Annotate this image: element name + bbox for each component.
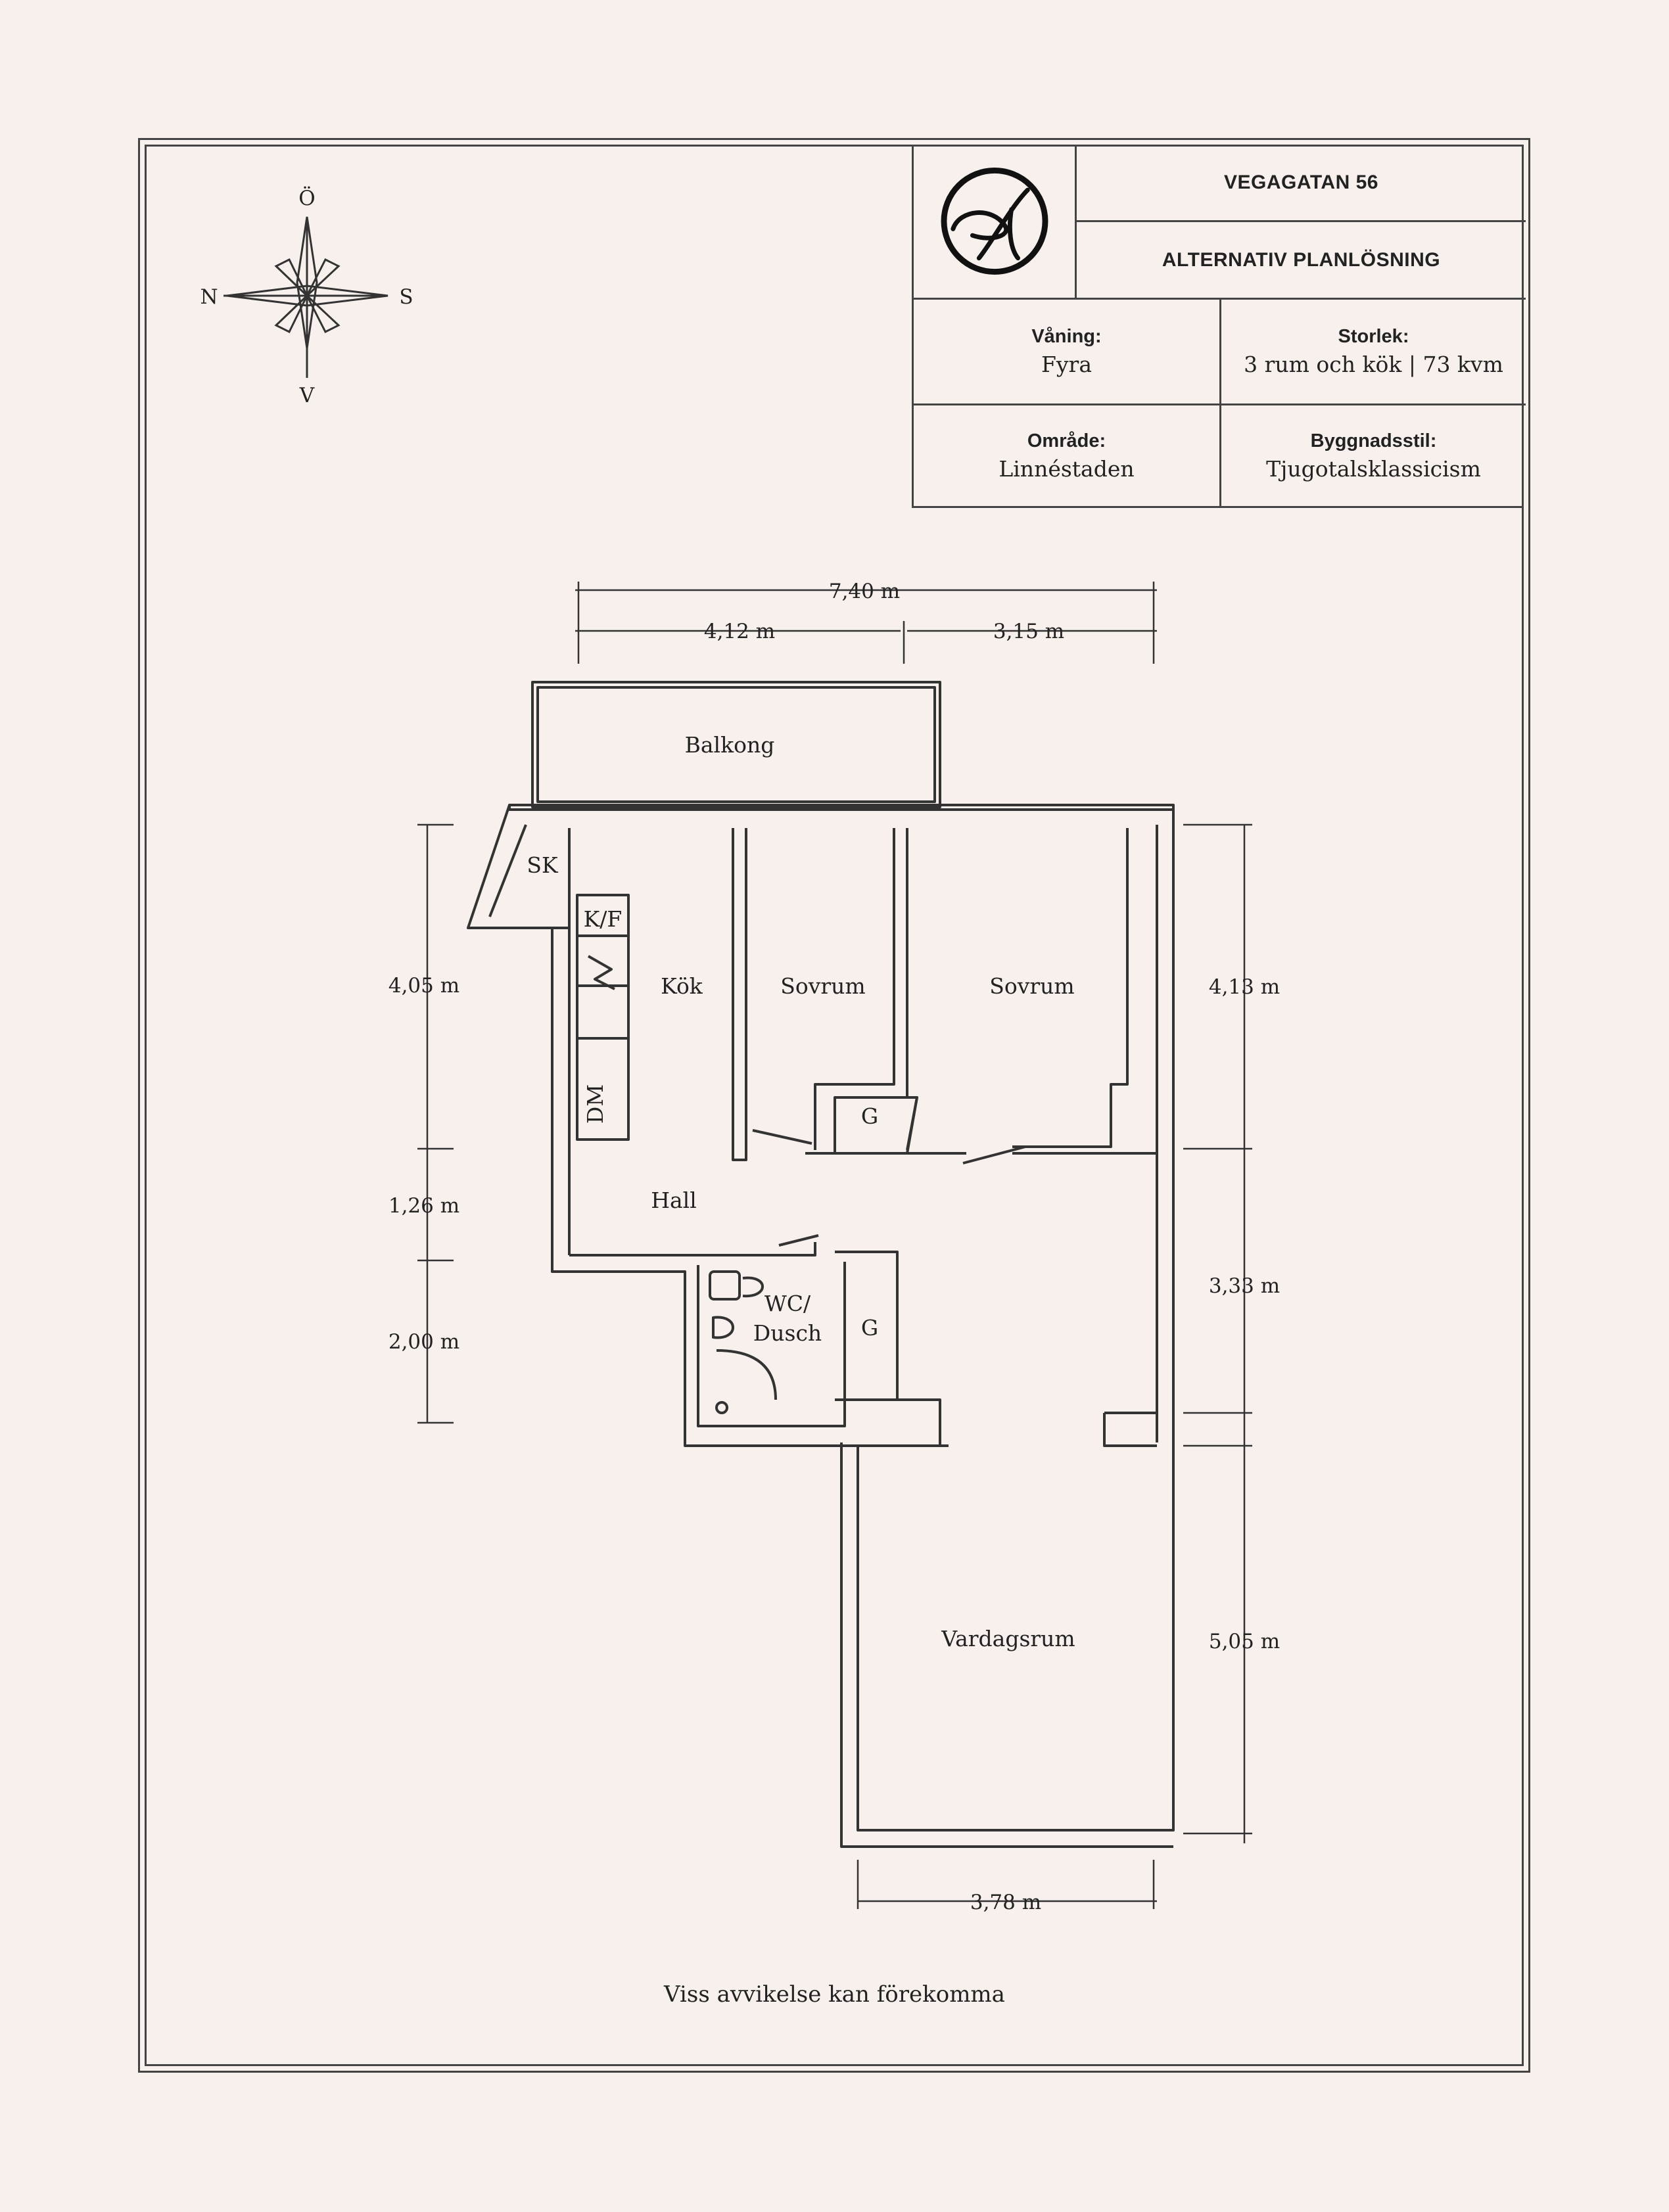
dim-left-width: 4,12 m [704, 620, 775, 643]
address-cell: VEGAGATAN 56 [1077, 145, 1526, 222]
floor-cell: Våning: Fyra [914, 300, 1221, 405]
compass-icon [223, 216, 388, 378]
dim-total-width: 7,40 m [829, 580, 900, 603]
dimension-lines [417, 582, 1252, 1909]
area-cell: Område: Linnéstaden [914, 405, 1221, 506]
compass-south-label: S [399, 285, 413, 309]
dim-right-2: 3,33 m [1209, 1274, 1280, 1298]
subtitle-cell: ALTERNATIV PLANLÖSNING [1077, 222, 1526, 300]
room-living: Vardagsrum [941, 1626, 1075, 1651]
walls [467, 681, 1175, 1848]
room-bath-line-1: WC/ [764, 1291, 811, 1316]
dim-left-3: 2,00 m [388, 1330, 459, 1354]
compass-west-label: V [299, 384, 315, 407]
area-label: Område: [1027, 430, 1106, 451]
dim-right-width: 3,15 m [993, 620, 1064, 643]
logo-icon [941, 168, 1048, 275]
dim-bottom: 3,78 m [970, 1891, 1041, 1914]
compass-east-label: Ö [298, 185, 315, 210]
outer-frame [138, 138, 1530, 2073]
room-wardrobe-2: G [861, 1315, 878, 1341]
address-title: VEGAGATAN 56 [1224, 171, 1378, 193]
style-cell: Byggnadsstil: Tjugotalsklassicism [1221, 405, 1526, 506]
style-label: Byggnadsstil: [1310, 430, 1437, 451]
room-bath-line-2: Dusch [753, 1320, 822, 1346]
plan-subtitle: ALTERNATIV PLANLÖSNING [1162, 248, 1441, 271]
room-bedroom-2: Sovrum [989, 973, 1074, 999]
compass-north-label: N [200, 285, 218, 309]
size-value: 3 rum och kök | 73 kvm [1244, 352, 1503, 377]
dim-right-1: 4,13 m [1209, 975, 1280, 999]
room-wardrobe-1: G [861, 1103, 878, 1129]
area-value: Linnéstaden [999, 455, 1135, 482]
floor-value: Fyra [1041, 352, 1092, 377]
size-label: Storlek: [1338, 326, 1409, 347]
size-cell: Storlek: 3 rum och kök | 73 kvm [1221, 300, 1526, 405]
logo-cell [914, 145, 1077, 300]
dim-left-2: 1,26 m [388, 1194, 459, 1218]
room-bedroom-1: Sovrum [780, 973, 865, 999]
dim-left-1: 4,05 m [388, 974, 459, 998]
style-value: Tjugotalsklassicism [1266, 455, 1481, 482]
room-kitchen: Kök [661, 973, 703, 999]
room-kf: K/F [584, 906, 623, 932]
room-dm: DM [582, 1084, 608, 1124]
room-hall: Hall [651, 1187, 697, 1213]
floor-label: Våning: [1031, 326, 1102, 347]
room-balcony: Balkong [685, 732, 775, 758]
room-sk: SK [527, 852, 559, 878]
title-block: VEGAGATAN 56 ALTERNATIV PLANLÖSNING Våni… [912, 145, 1526, 508]
disclaimer-note: Viss avvikelse kan förekomma [664, 1981, 1005, 2008]
dim-right-3: 5,05 m [1209, 1630, 1280, 1653]
inner-frame [145, 145, 1524, 2066]
